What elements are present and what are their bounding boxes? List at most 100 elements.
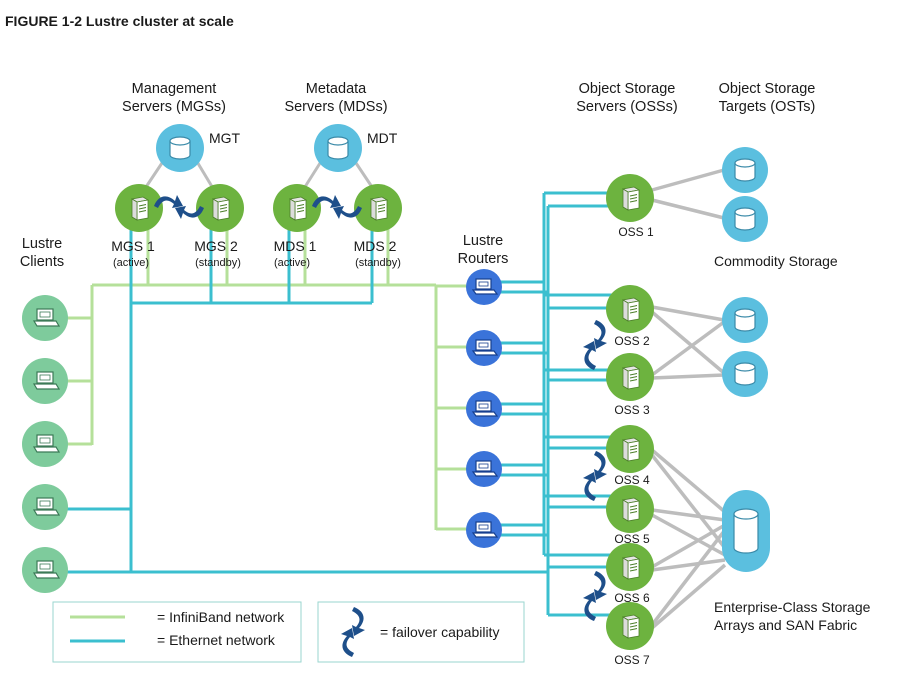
mgs1-role: (active)	[113, 257, 149, 269]
storage-links	[650, 168, 727, 630]
mgt-link-mgs1	[142, 159, 166, 191]
client-2	[22, 358, 68, 404]
oss6-server	[606, 543, 654, 591]
mdt-label: MDT	[367, 130, 398, 146]
oss2-server	[606, 285, 654, 333]
client-1	[22, 295, 68, 341]
server-tower-icon	[131, 196, 149, 221]
eth-router3	[500, 402, 548, 416]
mdt-link-mds2	[352, 159, 376, 191]
server-tower-icon	[622, 614, 640, 639]
disk-cylinder-icon	[734, 362, 756, 386]
mdt-target	[314, 124, 362, 172]
commodity-storage-label: Commodity Storage	[714, 253, 838, 269]
server-tower-icon	[370, 196, 388, 221]
enterprise-storage-array	[722, 490, 770, 572]
oss7-label: OSS 7	[614, 653, 650, 667]
header-clients-line1: Lustre	[22, 236, 62, 252]
header-routers: Lustre Routers	[458, 233, 509, 267]
target-links	[142, 159, 376, 191]
header-routers-line1: Lustre	[463, 233, 503, 249]
ethernet-network	[66, 191, 612, 617]
oss4-array	[650, 448, 727, 514]
ost-2	[722, 196, 768, 242]
server-tower-icon	[622, 297, 640, 322]
header-routers-line2: Routers	[458, 251, 509, 267]
disk-cylinder-icon	[734, 158, 756, 182]
oss6-array-b	[651, 558, 726, 572]
mgt-disk-icon	[169, 136, 191, 160]
disk-cylinder-icon	[734, 308, 756, 332]
oss4-label: OSS 4	[614, 473, 650, 487]
mds1-name: MDS 1	[274, 238, 317, 254]
mds2-server	[354, 184, 402, 232]
router-3	[466, 391, 502, 427]
oss7-array-b	[650, 563, 727, 630]
mgs2-role: (standby)	[195, 257, 241, 269]
eth-oss1	[544, 191, 612, 208]
oss2-ost4	[650, 310, 726, 375]
oss4-server	[606, 425, 654, 473]
oss45-failover-icon	[583, 451, 607, 501]
mds1-server	[273, 184, 321, 232]
eth-oss6	[544, 553, 612, 569]
router-1	[466, 269, 502, 305]
mgt-link-mgs2	[194, 159, 216, 191]
header-mds-line1: Metadata	[306, 81, 367, 97]
header-ost-line1: Object Storage	[719, 81, 816, 97]
oss2-ost3	[651, 305, 725, 322]
oss6-array	[651, 523, 726, 569]
header-clients: Lustre Clients	[20, 236, 64, 270]
oss1-ost1	[651, 168, 725, 192]
failover-legend-text: = failover capability	[380, 624, 499, 640]
infiniband-legend-text: = InfiniBand network	[157, 609, 285, 625]
oss3-ost3	[650, 320, 726, 377]
eth-oss5	[544, 494, 612, 509]
enterprise-storage-label-1: Enterprise-Class Storage	[714, 599, 871, 615]
router-2	[466, 330, 502, 366]
oss1-ost2	[651, 198, 725, 220]
header-oss: Object Storage Servers (OSSs)	[576, 81, 678, 115]
client-4	[22, 484, 68, 530]
failover-legend: = failover capability	[317, 601, 525, 663]
oss5-server	[606, 485, 654, 533]
ost-4	[722, 351, 768, 397]
eth-router1	[500, 280, 548, 294]
header-oss-line1: Object Storage	[579, 81, 676, 97]
header-mds-line2: Servers (MDSs)	[284, 99, 387, 115]
mgs2-server	[196, 184, 244, 232]
server-tower-icon	[622, 555, 640, 580]
oss23-failover-icon	[583, 320, 607, 370]
mgs1-name: MGS 1	[111, 238, 155, 254]
mdt-link-mds1	[301, 159, 324, 191]
header-mgs-line1: Management	[132, 81, 217, 97]
ost-3	[722, 297, 768, 343]
mdt-disk-icon	[327, 136, 349, 160]
oss1-label: OSS 1	[618, 225, 654, 239]
figure-title: FIGURE 1-2 Lustre cluster at scale	[5, 13, 234, 29]
oss3-server	[606, 353, 654, 401]
oss5-array	[651, 508, 726, 522]
header-oss-line2: Servers (OSSs)	[576, 99, 678, 115]
mds2-name: MDS 2	[354, 238, 397, 254]
big-disk-cylinder-icon	[733, 508, 759, 554]
oss5-label: OSS 5	[614, 532, 650, 546]
server-tower-icon	[622, 497, 640, 522]
client-5	[22, 547, 68, 593]
oss3-label: OSS 3	[614, 403, 650, 417]
server-tower-icon	[622, 365, 640, 390]
eth-oss2	[544, 293, 612, 310]
oss7-server	[606, 602, 654, 650]
eth-oss4	[544, 435, 612, 450]
server-tower-icon	[622, 437, 640, 462]
eth-router2	[500, 341, 548, 355]
header-clients-line2: Clients	[20, 254, 64, 270]
eth-router5	[500, 523, 548, 537]
client-3	[22, 421, 68, 467]
header-mds: Metadata Servers (MDSs)	[284, 81, 387, 115]
server-tower-icon	[622, 186, 640, 211]
header-mgs-line2: Servers (MGSs)	[122, 99, 226, 115]
oss7-array	[650, 528, 727, 627]
header-ost: Object Storage Targets (OSTs)	[719, 81, 816, 115]
